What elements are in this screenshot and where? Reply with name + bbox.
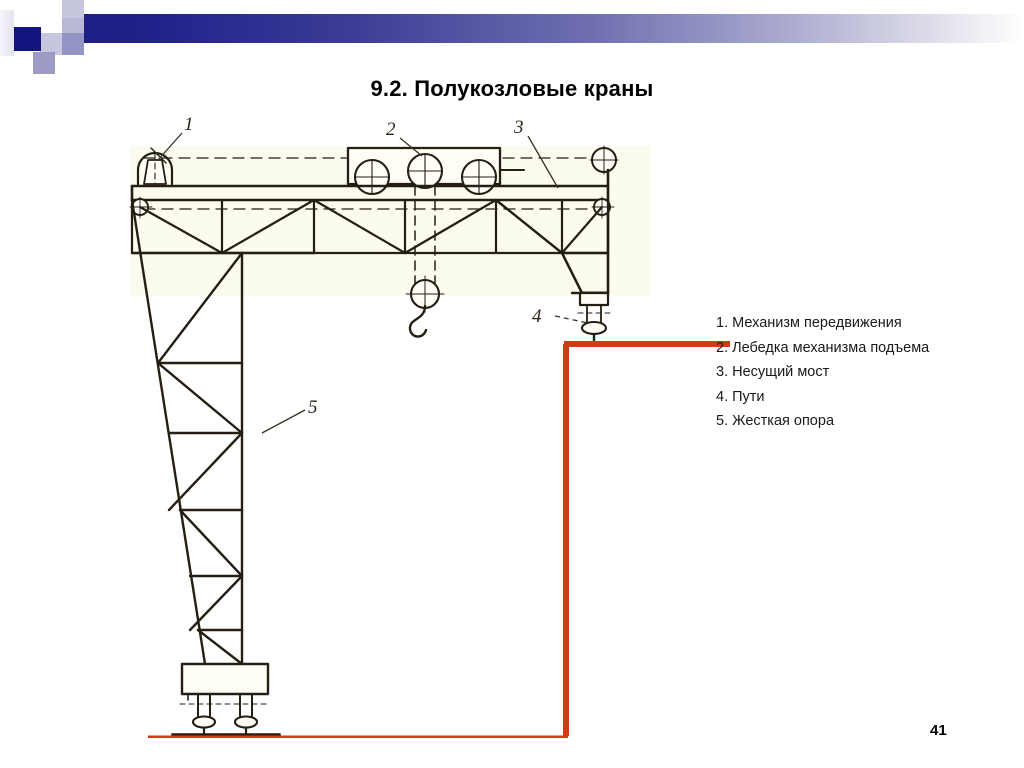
legend-item-4: 4. Пути (716, 388, 765, 405)
left-leg-base (171, 662, 281, 738)
right-travel-wheel (577, 291, 613, 346)
left-rigid-leg (130, 198, 316, 666)
header-square-light-left (0, 10, 14, 56)
hoist-rope (414, 185, 436, 284)
header-square-navy (14, 27, 41, 51)
header-square-mid-b (40, 33, 62, 55)
crane-diagram: 1 2 3 4 5 (110, 108, 730, 738)
legend-item-3: 3. Несущий мост (716, 364, 830, 380)
callout-leaders (157, 132, 589, 434)
legend-item-2: 2. Лебедка механизма подъема (716, 339, 930, 356)
hoist-trolley (346, 146, 525, 196)
legend-list: 1. Механизм передвижения 2. Лебедка меха… (716, 311, 1006, 434)
header-square-mid-c (62, 33, 84, 55)
page-number: 41 (930, 722, 947, 739)
header-decoration (0, 0, 1024, 74)
page-title: 9.2. Полукозловые краны (370, 76, 654, 101)
callout-1: 1 (184, 114, 194, 135)
header-gradient-bar (62, 14, 1024, 43)
legend-item-5: 5. Жесткая опора (716, 413, 835, 429)
callout-3: 3 (513, 117, 524, 138)
rails-and-ground (148, 341, 730, 738)
callout-2: 2 (386, 119, 396, 140)
load-hook (405, 275, 445, 338)
callout-4: 4 (532, 306, 542, 327)
left-head-pulley (136, 147, 174, 186)
header-square-top (62, 0, 84, 18)
legend-item-1: 1. Механизм передвижения (716, 315, 902, 331)
header-square-lower (33, 52, 55, 74)
callout-5: 5 (308, 397, 318, 418)
right-head-pulley (589, 145, 619, 175)
